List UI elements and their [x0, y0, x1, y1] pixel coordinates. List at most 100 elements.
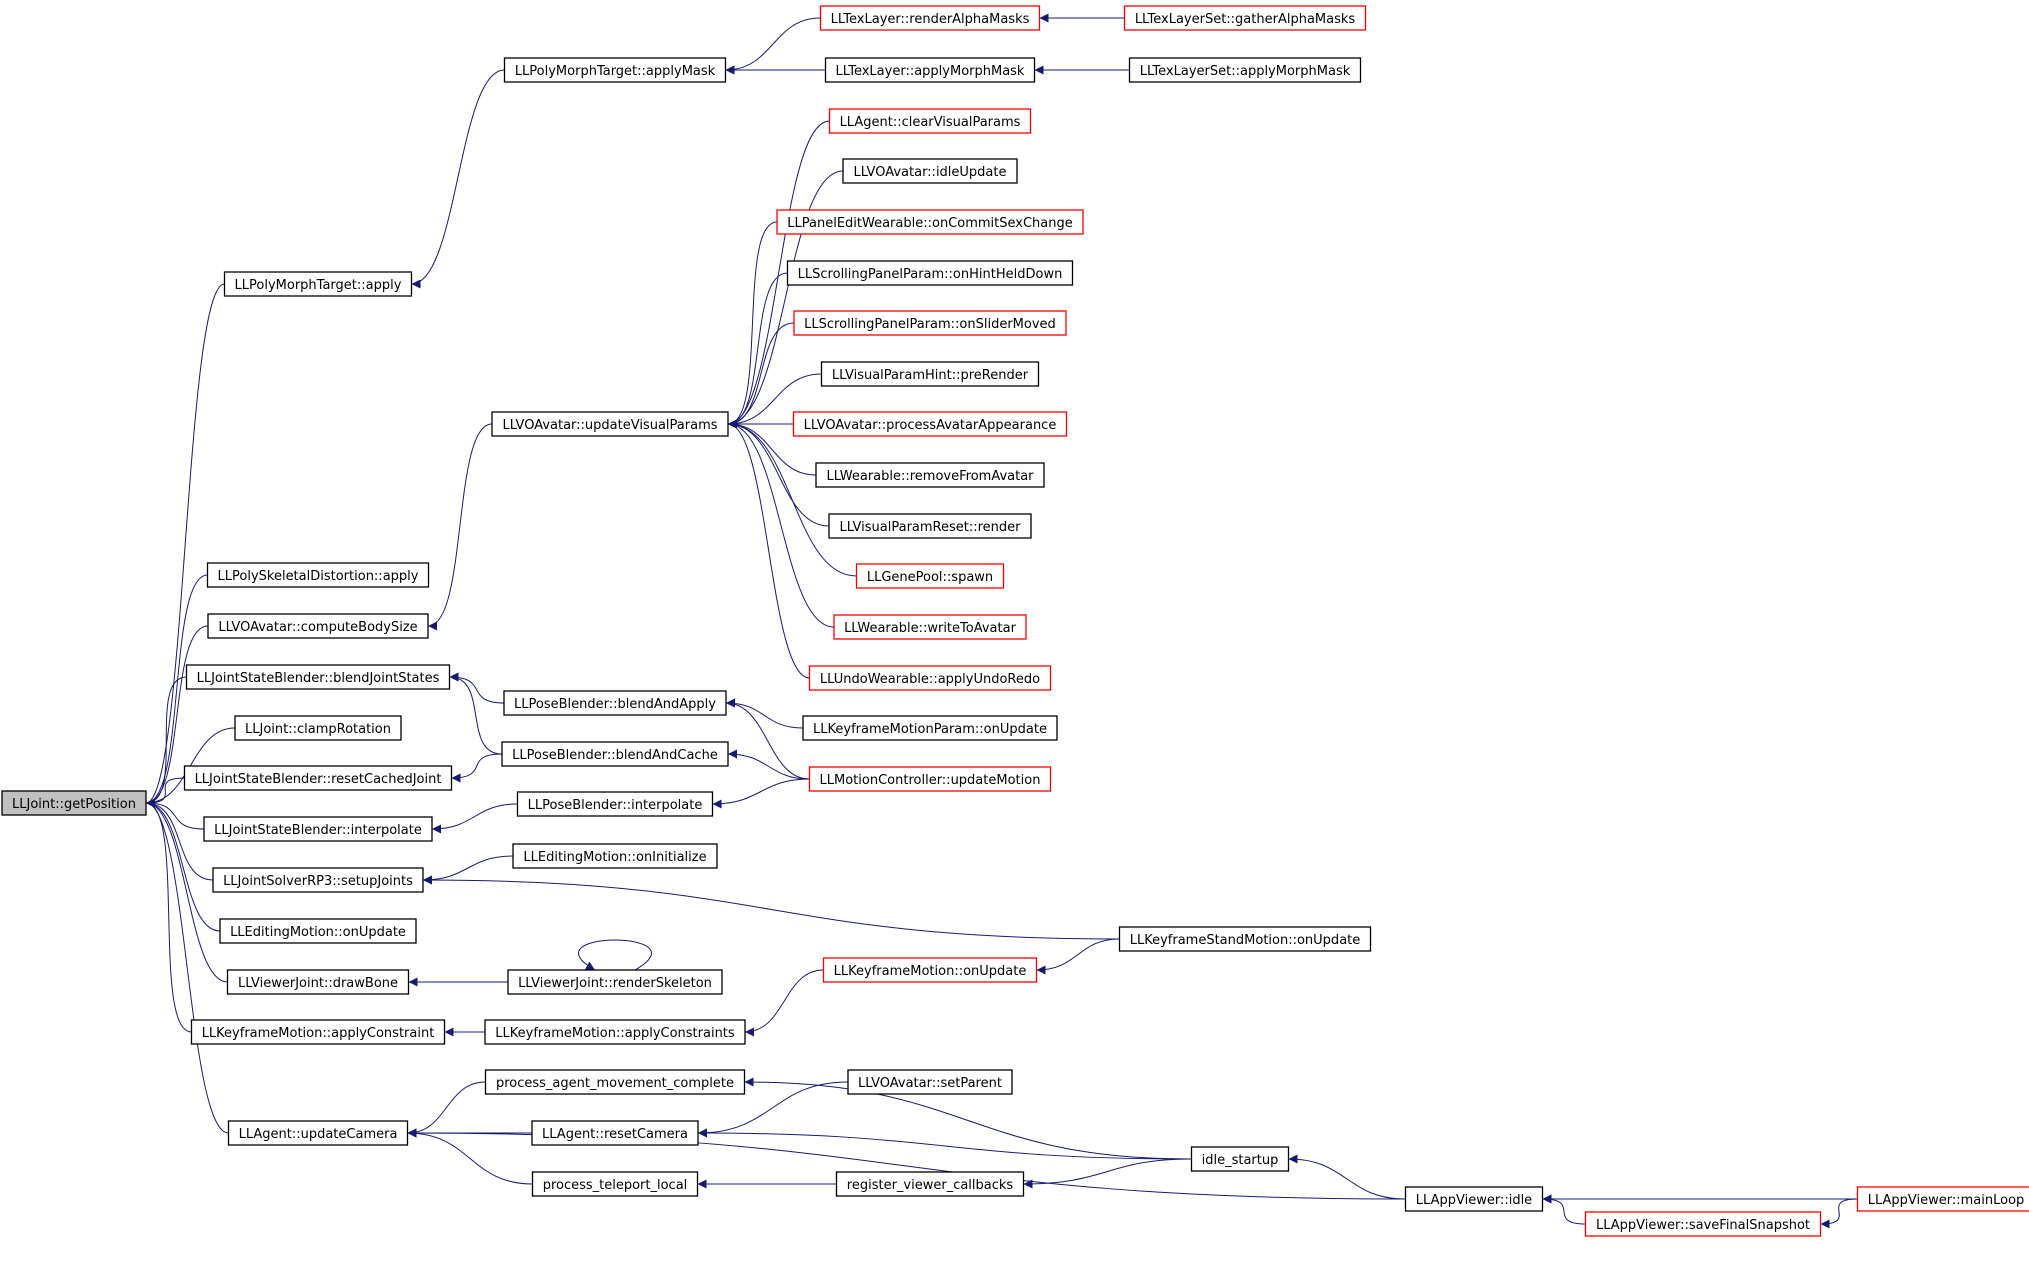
node-box: [1128, 57, 1362, 83]
node-llagent-updatecamera[interactable]: LLAgent::updateCamera: [227, 1120, 409, 1146]
node-llvoavatar-updatevisualparams[interactable]: LLVOAvatar::updateVisualParams: [491, 411, 729, 437]
edge-emUpdate-to-getPosition: [145, 798, 221, 932]
node-box: [484, 1019, 746, 1045]
node-label: LLAgent::resetCamera: [542, 1127, 688, 1142]
edge-pmtApply-to-getPosition: [145, 283, 225, 808]
node-lljointstateblender-interpolate[interactable]: LLJointStateBlender::interpolate: [203, 816, 433, 842]
node-idle-startup[interactable]: idle_startup: [1190, 1146, 1290, 1172]
node-box: [512, 843, 718, 869]
node-process-teleport-local[interactable]: process_teleport_local: [531, 1171, 699, 1197]
node-llscrollingpanelparam-onhinthelddown[interactable]: LLScrollingPanelParam::onHintHeldDown: [786, 260, 1074, 286]
node-llpaneleditwearable-oncommitsexchange[interactable]: LLPanelEditWearable::onCommitSexChange: [776, 209, 1084, 235]
node-box: [212, 867, 424, 893]
edge-jsbInterp-to-getPosition: [145, 798, 205, 830]
node-label: LLJoint::getPosition: [12, 797, 136, 812]
node-lltexlayerset-gatheralphamasks[interactable]: LLTexLayerSet::gatherAlphaMasks: [1123, 5, 1367, 31]
node-llkeyframemotion-applyconstraints[interactable]: LLKeyframeMotion::applyConstraints: [484, 1019, 746, 1045]
node-llappviewer-mainloop[interactable]: LLAppViewer::mainLoop: [1856, 1186, 2029, 1212]
node-llvisualparamhint-prerender[interactable]: LLVisualParamHint::preRender: [820, 361, 1040, 387]
node-llappviewer-savefinalsnapshot[interactable]: LLAppViewer::saveFinalSnapshot: [1584, 1211, 1822, 1237]
node-llvoavatar-computebodysize[interactable]: LLVOAvatar::computeBodySize: [207, 613, 429, 639]
edge-kmpUpdate-to-pbBlendApply: [725, 698, 804, 729]
node-llvoavatar-setparent[interactable]: LLVOAvatar::setParent: [847, 1069, 1013, 1095]
node-box: [1190, 1146, 1290, 1172]
node-llpolyskeletaldistortion-apply[interactable]: LLPolySkeletalDistortion::apply: [206, 562, 430, 588]
node-box: [822, 957, 1038, 983]
node-llundowearable-applyundoredo[interactable]: LLUndoWearable::applyUndoRedo: [808, 665, 1052, 691]
node-label: LLPoseBlender::blendAndApply: [514, 697, 716, 712]
node-box: [507, 969, 723, 995]
node-box: [223, 271, 413, 297]
node-llgenepool-spawn[interactable]: LLGenePool::spawn: [855, 563, 1005, 589]
node-label: LLVOAvatar::updateVisualParams: [502, 418, 717, 433]
node-label: LLVisualParamReset::render: [839, 520, 1021, 535]
node-llmotioncontroller-updatemotion[interactable]: LLMotionController::updateMotion: [808, 766, 1052, 792]
node-box: [190, 1019, 446, 1045]
node-llscrollingpanelparam-onslidermoved[interactable]: LLScrollingPanelParam::onSliderMoved: [793, 310, 1067, 336]
node-lleditingmotion-onupdate[interactable]: LLEditingMotion::onUpdate: [219, 918, 417, 944]
node-lljoint-getposition[interactable]: LLJoint::getPosition: [1, 790, 147, 816]
node-llviewerjoint-drawbone[interactable]: LLViewerJoint::drawBone: [226, 969, 410, 995]
node-label: LLPoseBlender::blendAndCache: [512, 748, 718, 763]
node-lljointstateblender-resetcachedjoint[interactable]: LLJointStateBlender::resetCachedJoint: [183, 765, 453, 791]
node-box: [786, 260, 1074, 286]
node-llvoavatar-processavatarappearance[interactable]: LLVOAvatar::processAvatarAppearance: [792, 411, 1068, 437]
edge-idleStartup-to-regViewer: [1023, 1158, 1192, 1189]
node-llvisualparamreset-render[interactable]: LLVisualParamReset::render: [828, 513, 1032, 539]
node-box: [1118, 926, 1372, 952]
node-box: [792, 411, 1068, 437]
edge-voUpdateVP-to-voBodySize: [427, 423, 493, 631]
node-llkeyframemotionparam-onupdate[interactable]: LLKeyframeMotionParam::onUpdate: [802, 715, 1058, 741]
node-llagent-resetcamera[interactable]: LLAgent::resetCamera: [531, 1120, 699, 1146]
node-box: [501, 741, 729, 767]
node-label: LLKeyframeMotion::applyConstraints: [495, 1026, 735, 1041]
node-box: [847, 1069, 1013, 1095]
node-lltexlayer-applymorphmask[interactable]: LLTexLayer::applyMorphMask: [824, 57, 1036, 83]
node-box: [802, 715, 1058, 741]
node-lljointsolverrp3-setupjoints[interactable]: LLJointSolverRP3::setupJoints: [212, 867, 424, 893]
node-box: [1404, 1186, 1544, 1212]
node-llwearable-removefromavatar[interactable]: LLWearable::removeFromAvatar: [815, 462, 1045, 488]
edge-ksmUpdate-to-jsSetup: [422, 875, 1120, 940]
node-lltexlayer-renderalphamasks[interactable]: LLTexLayer::renderAlphaMasks: [819, 5, 1041, 31]
edges-layer: [145, 13, 1858, 1229]
edge-spSlider-to-voUpdateVP: [727, 322, 795, 429]
edge-procTeleport-to-agentUpdCam: [407, 1128, 533, 1185]
node-label: LLAppViewer::saveFinalSnapshot: [1596, 1218, 1810, 1233]
edge-jsSetup-to-getPosition: [145, 798, 214, 881]
node-label: LLAgent::clearVisualParams: [840, 115, 1021, 130]
node-register-viewer-callbacks[interactable]: register_viewer_callbacks: [835, 1171, 1025, 1197]
node-llpolymorphtarget-applymask[interactable]: LLPolyMorphTarget::applyMask: [503, 57, 727, 83]
node-box: [234, 715, 402, 741]
node-llkeyframemotion-applyconstraint[interactable]: LLKeyframeMotion::applyConstraint: [190, 1019, 446, 1045]
node-llposeblender-interpolate[interactable]: LLPoseBlender::interpolate: [516, 791, 714, 817]
node-lljointstateblender-blendjointstates[interactable]: LLJointStateBlender::blendJointStates: [185, 664, 451, 690]
node-llposeblender-blendandcache[interactable]: LLPoseBlender::blendAndCache: [501, 741, 729, 767]
node-llpolymorphtarget-apply[interactable]: LLPolyMorphTarget::apply: [223, 271, 413, 297]
edge-pbBlendCache-to-jsbReset: [451, 753, 503, 783]
node-label: LLEditingMotion::onUpdate: [230, 925, 406, 940]
node-llvoavatar-idleupdate[interactable]: LLVOAvatar::idleUpdate: [842, 158, 1018, 184]
node-box: [516, 791, 714, 817]
edge-emInit-to-jsSetup: [422, 855, 514, 885]
edge-agentUpdCam-to-getPosition: [145, 798, 229, 1134]
node-lleditingmotion-oninitialize[interactable]: LLEditingMotion::onInitialize: [512, 843, 718, 869]
node-llviewerjoint-renderskeleton[interactable]: LLViewerJoint::renderSkeleton: [507, 969, 723, 995]
edge-pmtApplyMask-to-pmtApply: [411, 69, 505, 289]
node-llappviewer-idle[interactable]: LLAppViewer::idle: [1404, 1186, 1544, 1212]
node-llkeyframestandmotion-onupdate[interactable]: LLKeyframeStandMotion::onUpdate: [1118, 926, 1372, 952]
edge-avMainLoop-to-avSnapshot: [1820, 1198, 1858, 1229]
node-lltexlayerset-applymorphmask[interactable]: LLTexLayerSet::applyMorphMask: [1128, 57, 1362, 83]
edge-mcUpdate-to-pbBlendApply: [725, 698, 810, 780]
node-llwearable-writetoavatar[interactable]: LLWearable::writeToAvatar: [833, 614, 1027, 640]
node-box: [185, 664, 451, 690]
node-box: [226, 969, 410, 995]
node-box: [203, 816, 433, 842]
node-llkeyframemotion-onupdate[interactable]: LLKeyframeMotion::onUpdate: [822, 957, 1038, 983]
node-label: LLScrollingPanelParam::onSliderMoved: [804, 317, 1056, 332]
node-llposeblender-blendandapply[interactable]: LLPoseBlender::blendAndApply: [503, 690, 727, 716]
node-process-agent-movement-complete[interactable]: process_agent_movement_complete: [484, 1069, 746, 1095]
node-label: LLVOAvatar::processAvatarAppearance: [804, 418, 1057, 433]
node-llagent-clearvisualparams[interactable]: LLAgent::clearVisualParams: [828, 108, 1032, 134]
node-lljoint-clamprotation[interactable]: LLJoint::clampRotation: [234, 715, 402, 741]
